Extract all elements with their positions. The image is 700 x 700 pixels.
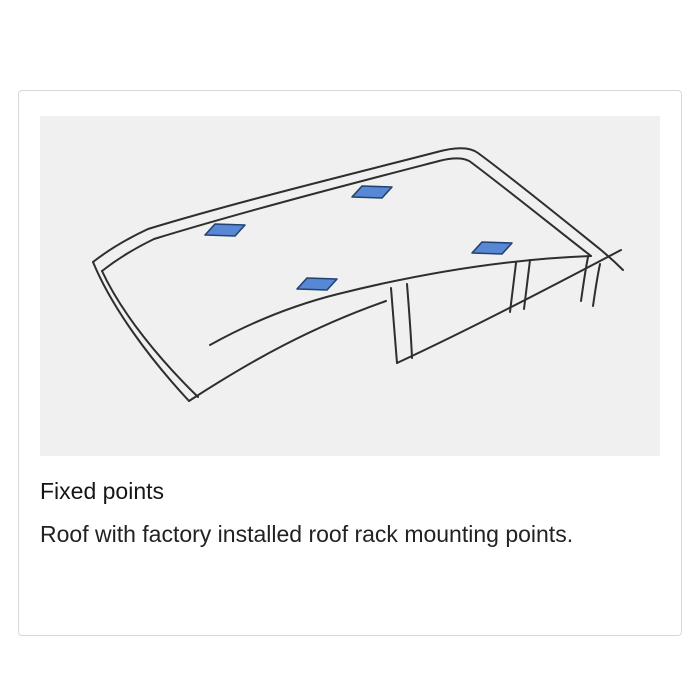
card-title: Fixed points (40, 478, 165, 504)
c-pillar-left (509, 262, 517, 313)
a-pillar-outer (92, 261, 190, 402)
rear-door-top (396, 249, 622, 364)
roof-rail-left-outer (92, 151, 438, 263)
roof-type-card[interactable]: Fixed points Roof with factory installed… (18, 90, 682, 636)
mounting-point-pad (351, 185, 393, 199)
roof-rail-right-inner (438, 157, 592, 257)
car-roof-drawing (92, 147, 624, 402)
roof-rear-edge (209, 255, 592, 346)
card-description: Roof with factory installed roof rack mo… (40, 521, 574, 547)
mounting-point-pad (471, 241, 513, 255)
roof-illustration (40, 116, 660, 456)
b-pillar-left (390, 287, 398, 364)
mounting-point-pad (296, 277, 338, 291)
mounting-pads-group (204, 185, 513, 291)
mounting-point-pad (204, 223, 246, 237)
front-door-top (188, 300, 387, 402)
a-pillar-inner (101, 270, 199, 398)
roof-rail-right-outer (436, 147, 624, 271)
d-pillar-right (592, 263, 601, 307)
b-pillar-right (406, 283, 413, 359)
d-pillar-left (580, 256, 589, 302)
roof-rail-left-inner (101, 160, 440, 272)
c-pillar-right (523, 259, 531, 310)
